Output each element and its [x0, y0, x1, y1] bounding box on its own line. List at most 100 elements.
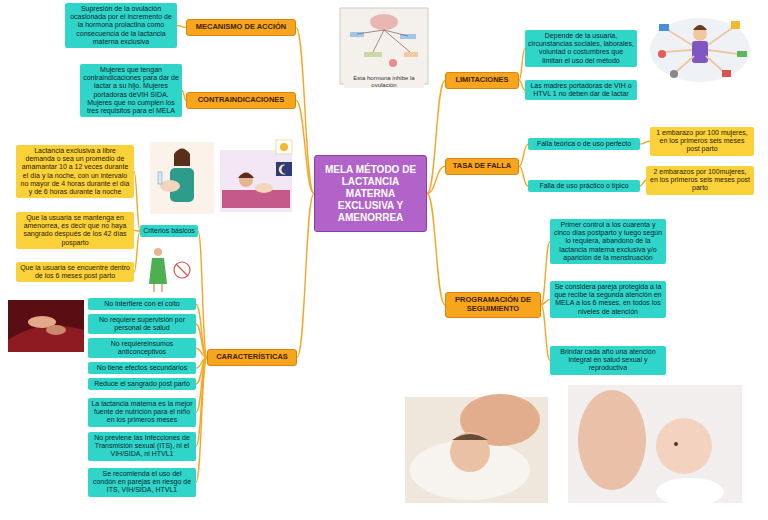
baby-photo — [568, 385, 742, 506]
picture-caption: Esta hormona inhibe la ovulación — [344, 75, 424, 88]
branch-connector — [541, 241, 550, 304]
couple-photo — [8, 300, 84, 352]
branch-connector — [541, 305, 550, 361]
subtopic-box: No requiere supervisión por personal de … — [88, 314, 196, 334]
main-topic-box: CONTRAINDICACIONES — [186, 92, 296, 109]
detail-box: Que la usuaria se encuentre dentro de lo… — [16, 262, 134, 282]
node-text: No requiereinsumos anticonceptivos — [91, 340, 193, 356]
branch-connector — [196, 324, 207, 357]
object-shape — [659, 24, 669, 31]
node-text: MELA MÉTODO DE LACTANCIA MATERNA EXCLUSI… — [320, 164, 421, 224]
main-topic-box: PROGRAMACIÓN DE SEGUIMIENTO — [445, 292, 541, 318]
object-shape — [737, 51, 747, 57]
woman-icon — [149, 248, 167, 292]
mother-feeding-illustration — [150, 142, 214, 214]
node-text: Falla teórica o de uso perfecto — [531, 140, 637, 148]
hormone-tag — [350, 32, 364, 37]
arrow-line — [357, 30, 410, 52]
hormone-diagram — [340, 8, 428, 84]
moon-icon — [279, 165, 286, 175]
subtopic-box: Se recomienda el uso del condón en parej… — [88, 468, 196, 497]
hair-shape — [693, 25, 707, 30]
baby-hair — [452, 434, 488, 440]
dress-shape — [149, 258, 167, 284]
node-text: No previene las Infecciones de Transmisi… — [91, 434, 193, 459]
picture-ground — [150, 142, 214, 214]
baby-shape — [255, 183, 273, 193]
baby-head — [450, 432, 490, 472]
bottle-shape — [158, 172, 162, 184]
photo-ground — [8, 300, 84, 352]
branch-connector — [196, 304, 207, 357]
detail-box: Que la usuaria se mantenga en amenorrea,… — [16, 212, 134, 249]
node-text: Reduce el sangrado post parto — [91, 380, 193, 388]
body-shape — [692, 41, 708, 63]
node-text: Las madres portadoras de VIH o HTVL 1 no… — [528, 82, 634, 98]
hair-shape — [174, 149, 190, 167]
detail-box: 1 embarazo por 100 mujeres, en los prime… — [650, 127, 754, 156]
picture-ground — [650, 18, 750, 82]
node-text: TASA DE FALLA — [449, 162, 515, 171]
leg-lines — [154, 284, 162, 292]
prohibition-bar — [176, 264, 188, 276]
node-text: LIMITACIONES — [449, 76, 515, 85]
prohibition-circle — [174, 262, 190, 278]
subtopic-box: Criterios básicos — [140, 225, 198, 237]
subtopic-box: Falla teórica o de uso perfecto — [528, 138, 640, 150]
subtopic-box: Primer control a los cuarenta y cinco dí… — [550, 219, 666, 264]
mother-skin — [578, 390, 646, 490]
node-text: Criterios básicos — [143, 227, 195, 235]
picture-ground — [220, 150, 292, 212]
node-text: CARACTERÍSTICAS — [211, 353, 293, 362]
arm-lines — [664, 28, 738, 72]
branch-connector — [519, 166, 528, 186]
mother-sleeping-illustration — [220, 140, 292, 212]
node-text: Mujeres que tengan contraindicaciones pa… — [83, 66, 179, 115]
branch-connector — [196, 357, 207, 482]
sun-icon-frame — [276, 140, 292, 154]
fabric-shape — [8, 326, 84, 352]
subtopic-box: Mujeres que tengan contraindicaciones pa… — [80, 64, 182, 117]
node-text: No interfiere con el coito — [91, 300, 193, 308]
node-text: Primer control a los cuarenta y cinco dí… — [553, 221, 663, 262]
branch-connector — [196, 348, 207, 357]
main-topic-box: CARACTERÍSTICAS — [207, 349, 297, 366]
object-shape — [722, 70, 731, 77]
node-text: No tiene efectos secundarios — [91, 364, 193, 372]
node-text: Falla de uso práctico o típico — [531, 182, 637, 190]
subtopic-box: No requiereinsumos anticonceptivos — [88, 338, 196, 358]
node-text: La lactancia materna es la mejor fuente … — [91, 400, 193, 425]
object-shape — [731, 21, 740, 29]
branch-connector — [519, 144, 528, 166]
branch-connector — [134, 172, 140, 232]
hormone-tag — [404, 52, 418, 57]
detail-box: 2 embarazos por 100mujeres, en los prime… — [646, 166, 754, 195]
branch-connector — [427, 80, 445, 193]
subtopic-box: Brindar cada año una atención integral e… — [550, 346, 666, 375]
hormone-tag — [364, 52, 382, 57]
subtopic-box: No previene las Infecciones de Transmisi… — [88, 432, 196, 461]
no-bleeding-icon — [174, 262, 190, 278]
picture-frame — [340, 8, 428, 84]
node-text: MECANISMO DE ACCIÓN — [190, 23, 292, 32]
node-text: Que la usuaria se encuentre dentro de lo… — [19, 264, 131, 280]
blanket-shape — [222, 190, 290, 208]
branch-connector — [427, 194, 445, 305]
hand-shape — [46, 325, 66, 335]
baby-eye — [674, 442, 678, 446]
subtopic-box: Falla de uso práctico o típico — [528, 180, 640, 192]
head-shape — [239, 173, 253, 187]
node-text: Se recomienda el uso del condón en parej… — [91, 470, 193, 495]
baby-shape — [160, 180, 180, 192]
main-topic-box: MECANISMO DE ACCIÓN — [186, 19, 296, 36]
subtopic-box: La lactancia materna es la mejor fuente … — [88, 398, 196, 427]
branch-connector — [177, 25, 186, 27]
subtopic-box: Se considera pareja protegida a la que r… — [550, 281, 666, 318]
moon-icon-frame — [276, 162, 292, 176]
node-text: Se considera pareja protegida a la que r… — [553, 283, 663, 316]
baby-body — [656, 478, 724, 506]
detail-box: Lactancia exclusiva a libre demanda o se… — [16, 145, 134, 198]
hair-shape — [238, 173, 254, 179]
main-topic-box: TASA DE FALLA — [445, 158, 519, 175]
